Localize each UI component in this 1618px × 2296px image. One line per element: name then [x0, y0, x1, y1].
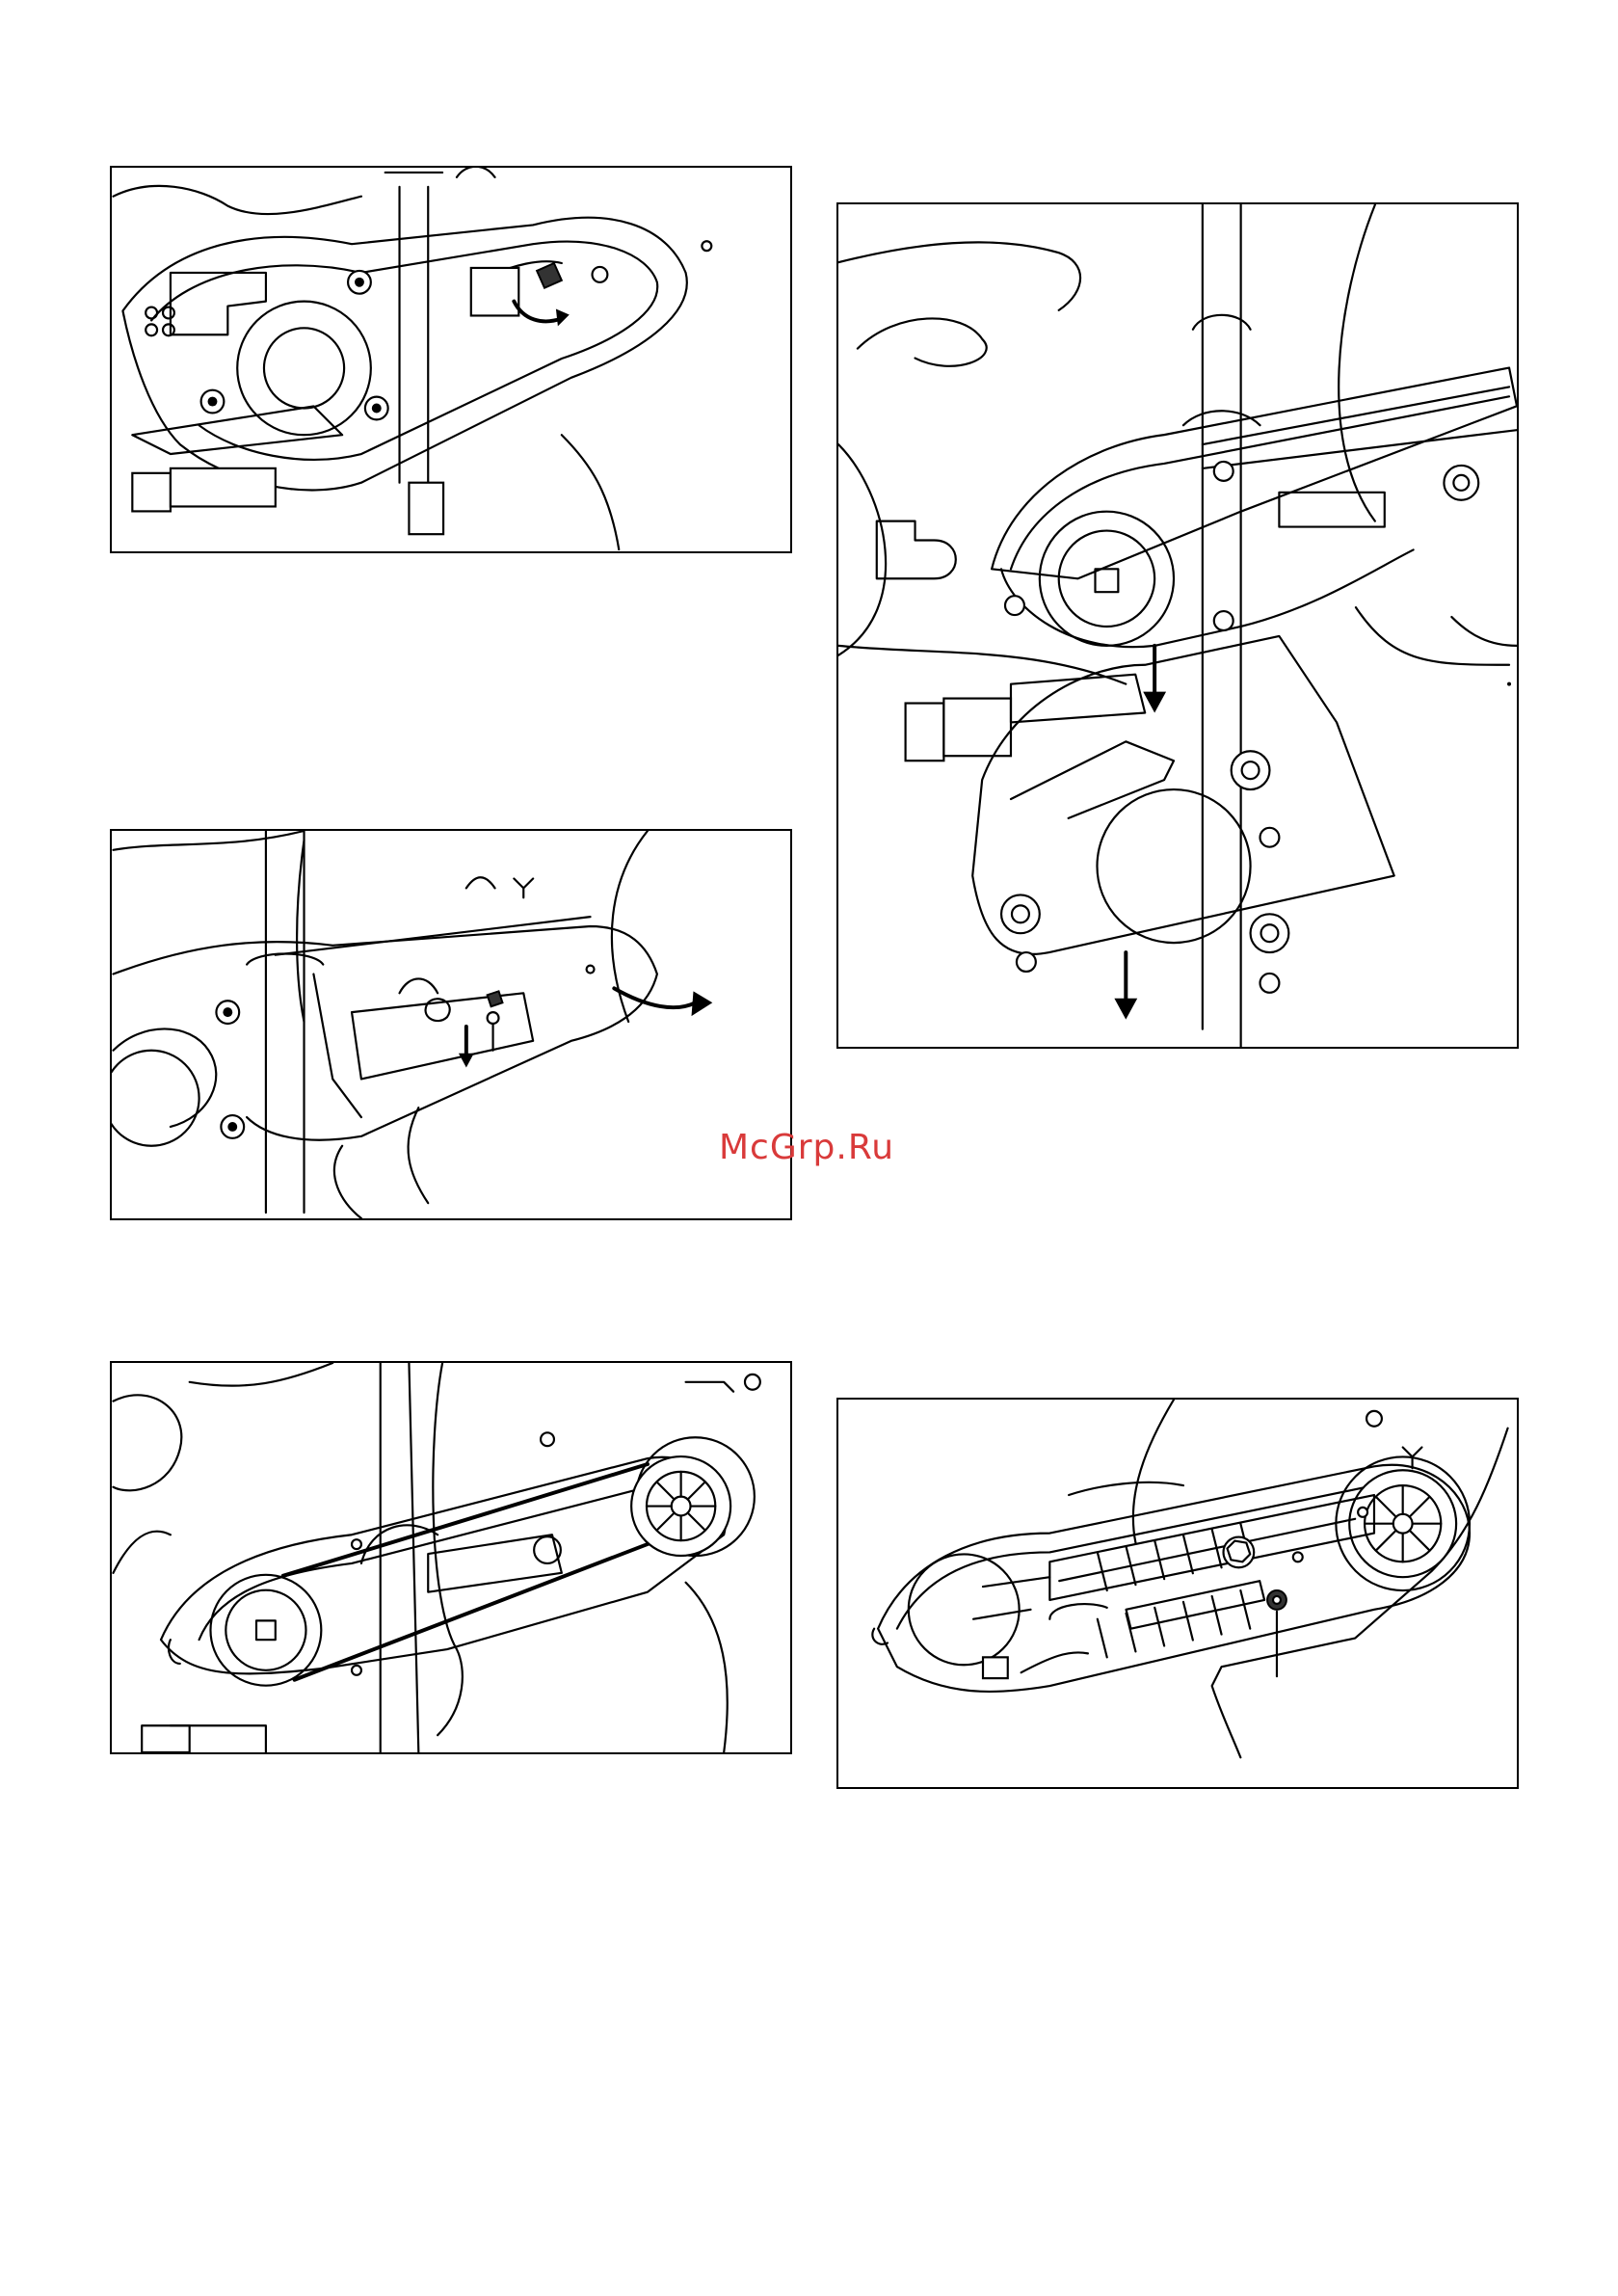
cover-removal-icon	[838, 204, 1517, 1047]
belt-guard-icon	[838, 1400, 1517, 1787]
nut-icon	[537, 263, 562, 288]
watermark: McGrp.Ru	[719, 1128, 894, 1167]
figure-drive-belt	[110, 1361, 792, 1754]
figure-loosen-nut	[110, 166, 792, 553]
belt-cover-icon	[112, 831, 790, 1218]
belt-cover-icon	[112, 168, 790, 551]
figure-remove-cover	[836, 202, 1519, 1049]
lift-arrow-icon	[614, 988, 695, 1007]
drive-belt-icon	[112, 1363, 790, 1752]
rotate-arrow-icon	[514, 302, 562, 322]
screw-icon	[488, 991, 503, 1006]
figure-belt-guard	[836, 1398, 1519, 1789]
figure-lift-cover	[110, 829, 792, 1220]
